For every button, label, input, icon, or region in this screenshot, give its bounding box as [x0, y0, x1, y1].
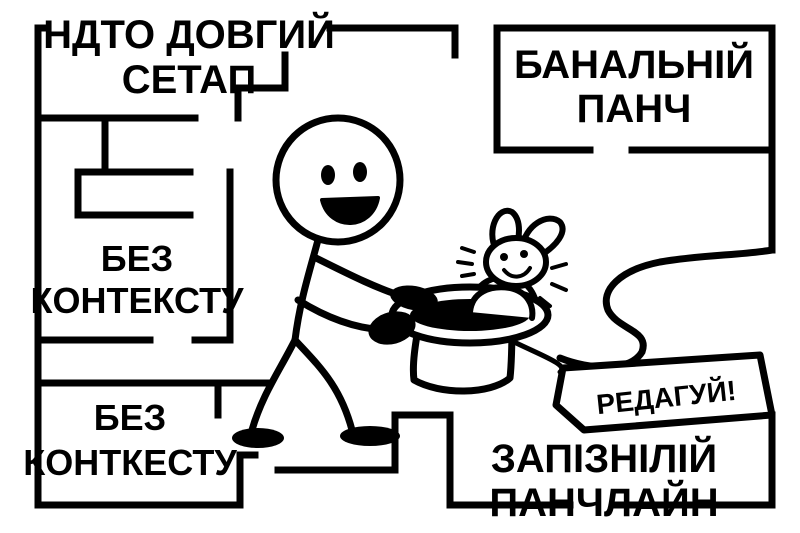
label-bottom-left-2: КОНТКЕСТУ [23, 442, 237, 483]
label-top-left-2: СЕТАП [122, 58, 257, 102]
label-bottom-right-2: ПАНЧЛАЙН [489, 479, 718, 525]
stick-figure-magician [232, 114, 412, 448]
curvy-wall [556, 246, 776, 371]
upper-hand [390, 285, 438, 311]
label-bottom-right-1: ЗАПІЗНІЛІЙ [491, 435, 717, 481]
right-leg [291, 336, 356, 434]
rabbit-head [483, 235, 549, 289]
label-mid-left-2: КОНТЕКСТУ [31, 280, 245, 321]
left-eye [321, 165, 335, 185]
body [291, 236, 322, 344]
left-leg [248, 336, 299, 434]
left-foot [232, 428, 284, 448]
top-hat-icon [388, 283, 552, 395]
hands [368, 285, 438, 345]
smile-mouth [320, 196, 380, 225]
label-bottom-left-1: БЕЗ [94, 397, 166, 438]
label-top-left-1: НДТО ДОВГИЙ [43, 11, 335, 57]
right-eye [353, 162, 367, 182]
maze-walls [34, 24, 776, 509]
right-foot [340, 426, 400, 446]
lower-hand [368, 311, 416, 345]
arrow-sign-icon[interactable]: РЕДАГУЙ! [552, 351, 776, 434]
label-top-right-1: БАНАЛЬНІЙ [514, 41, 754, 87]
head [272, 114, 404, 246]
road-line [507, 337, 565, 375]
label-mid-left-1: БЕЗ [101, 238, 173, 279]
label-top-right-2: ПАНЧ [577, 87, 692, 131]
